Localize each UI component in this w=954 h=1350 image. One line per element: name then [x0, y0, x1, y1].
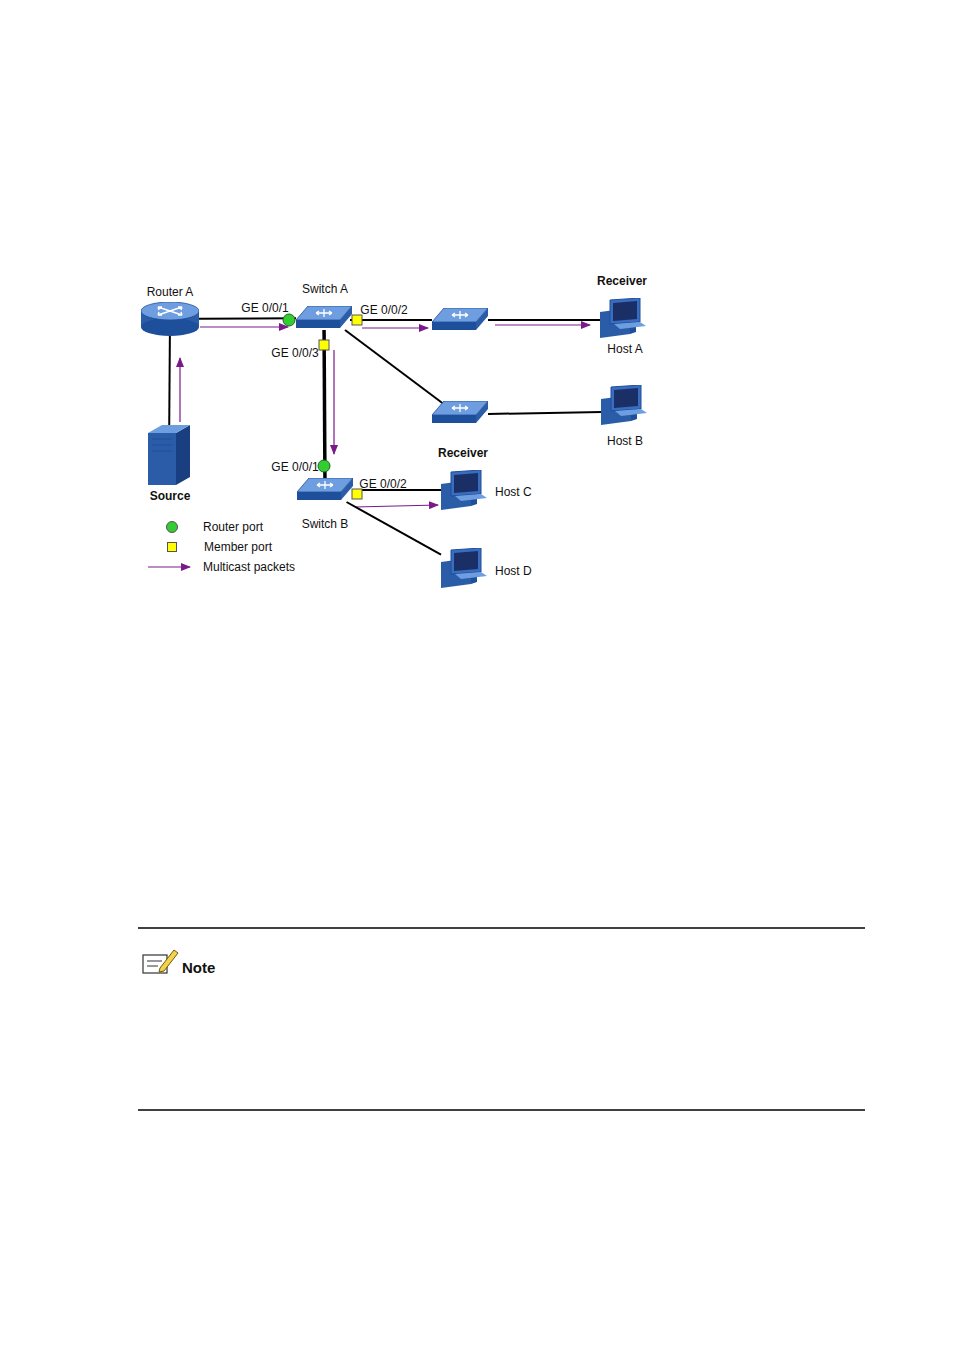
- role-label: Receiver: [597, 274, 647, 288]
- network-device: Host B: [601, 385, 649, 425]
- network-device: Switch A: [296, 306, 352, 330]
- switch-icon: [296, 306, 352, 330]
- host-icon: [441, 548, 489, 588]
- port-label: GE 0/0/1: [271, 460, 318, 474]
- switch-icon: [432, 401, 488, 423]
- multicast-arrow: [200, 326, 288, 327]
- multicast-arrow: [179, 358, 180, 422]
- network-device: Switch B: [297, 478, 353, 502]
- link-cable: [347, 502, 441, 555]
- switch-icon: [297, 478, 353, 502]
- note-heading: Note: [182, 959, 215, 977]
- link-wire: [488, 319, 602, 321]
- port-label: GE 0/0/3: [271, 346, 318, 360]
- port-label: GE 0/0/2: [360, 303, 407, 317]
- device-label: Router A: [147, 285, 194, 299]
- link-cable: [199, 317, 296, 320]
- network-device: Host A: [600, 298, 648, 338]
- device-label: Switch A: [302, 282, 348, 296]
- multicast-arrow: [355, 505, 438, 507]
- link-wire: [488, 412, 602, 414]
- note-icon: [143, 950, 178, 973]
- device-label: Source: [150, 489, 191, 503]
- legend-swatch: [166, 521, 178, 533]
- multicast-arrow: [333, 350, 334, 454]
- multicast-arrow: [362, 327, 428, 328]
- device-label: Host A: [607, 342, 642, 356]
- legend-swatch: [167, 542, 177, 552]
- network-device: Host D: [441, 548, 489, 588]
- host-icon: [441, 470, 489, 510]
- host-icon: [600, 298, 648, 338]
- link-cable: [322, 330, 326, 478]
- port-label: GE 0/0/2: [359, 477, 406, 491]
- legend-text: Member port: [204, 540, 272, 554]
- device-label: Host D: [495, 564, 532, 578]
- multicast-arrow: [495, 324, 590, 325]
- network-device: Host C: [441, 470, 489, 510]
- host-icon: [601, 385, 649, 425]
- link-wire: [345, 330, 445, 405]
- note-rule: [138, 927, 865, 929]
- port-label: GE 0/0/1: [241, 301, 288, 315]
- link-cable: [168, 336, 171, 425]
- router-icon: [141, 302, 199, 336]
- device-label: Switch B: [302, 517, 349, 531]
- device-label: Host C: [495, 485, 532, 499]
- legend-text: Router port: [203, 520, 263, 534]
- device-label: Host B: [607, 434, 643, 448]
- switch-icon: [432, 308, 488, 330]
- router-port: [283, 314, 295, 326]
- legend-text: Multicast packets: [203, 560, 295, 574]
- legend-line-sample: [148, 566, 190, 567]
- router-port: [318, 460, 330, 472]
- server-icon: [148, 425, 190, 485]
- role-label: Receiver: [438, 446, 488, 460]
- network-device: Router A: [141, 302, 199, 336]
- member-port: [319, 340, 329, 350]
- note-rule: [138, 1109, 865, 1111]
- network-device: Source: [148, 425, 190, 485]
